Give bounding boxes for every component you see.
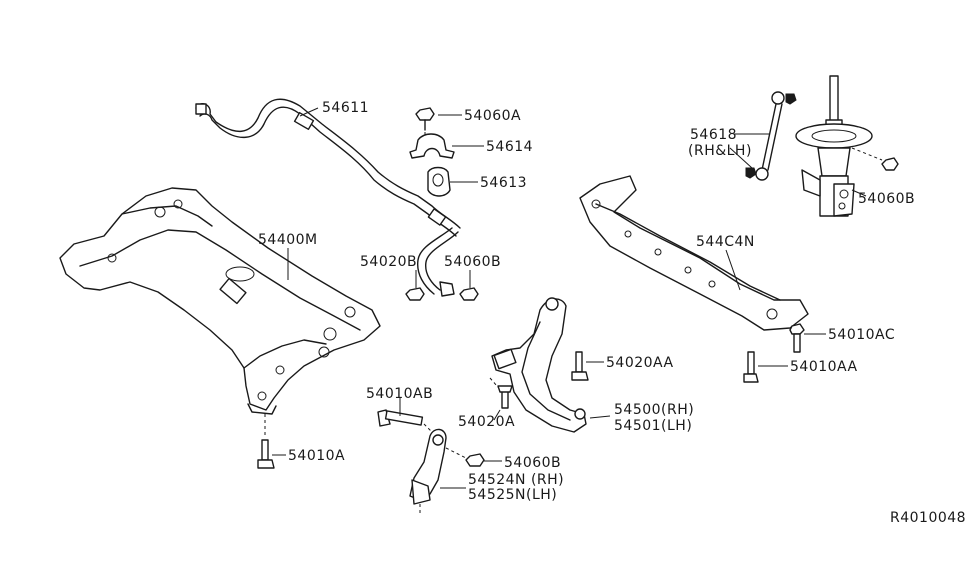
label-bolt-54010AC: 54010AC <box>828 327 895 343</box>
label-link-rh: 54524N (RH) <box>468 472 564 488</box>
nut-54060B-mid-drawing <box>439 281 479 301</box>
label-nut-54060B-mid: 54060B <box>444 254 501 270</box>
bolt-54020A-drawing <box>489 377 513 409</box>
bolt-54060A-drawing <box>415 107 435 145</box>
label-nut-54060B-low: 54060B <box>504 455 561 471</box>
front-suspension-member-drawing <box>59 187 381 438</box>
diagram-ref-code: R4010048 <box>890 510 966 526</box>
label-bolt-54020AA: 54020AA <box>606 355 674 371</box>
label-bolt-54010A: 54010A <box>288 448 345 464</box>
bolt-54010AC-drawing <box>789 323 805 353</box>
nut-54020B-drawing <box>405 287 425 301</box>
label-member-544C4N: 544C4N <box>696 234 755 250</box>
label-bolt-54060A: 54060A <box>464 108 521 124</box>
label-stabilizer-bar: 54611 <box>322 100 369 116</box>
bushing-54613-drawing <box>427 166 451 197</box>
member-544C4N-drawing <box>579 175 809 331</box>
nut-54060B-low-drawing <box>445 447 485 467</box>
link-54524N-drawing <box>409 428 447 514</box>
bolt-54010AA-drawing <box>743 351 759 383</box>
lower-control-arm-drawing <box>491 297 587 433</box>
stabilizer-bar-drawing <box>195 98 461 295</box>
label-link-54618-side: (RH&LH) <box>688 143 752 159</box>
bracket-54614-drawing <box>409 133 455 159</box>
label-member-54400M: 54400M <box>258 232 318 248</box>
strut-assembly-drawing <box>795 75 899 217</box>
label-bolt-54020A: 54020A <box>458 414 515 430</box>
label-link-lh: 54525N(LH) <box>468 487 557 503</box>
leader-lines <box>272 107 867 489</box>
label-bolt-54010AB: 54010AB <box>366 386 433 402</box>
part-labels: 54611 54060A 54614 54613 54400M 54020B 5… <box>258 100 966 526</box>
label-bolt-54010AA: 54010AA <box>790 359 858 375</box>
label-nut-54020B: 54020B <box>360 254 417 270</box>
stabilizer-link-54618-drawing <box>745 91 797 181</box>
bolt-54020AA-drawing <box>571 351 589 381</box>
bolt-54010A-drawing <box>257 439 275 469</box>
label-arm-lh: 54501(LH) <box>614 418 692 434</box>
label-arm-rh: 54500(RH) <box>614 402 694 418</box>
label-bushing-54613: 54613 <box>480 175 527 191</box>
bolt-54010AB-drawing <box>377 409 437 437</box>
label-link-54618: 54618 <box>690 127 737 143</box>
label-nut-54060B-strut: 54060B <box>858 191 915 207</box>
label-bracket-54614: 54614 <box>486 139 533 155</box>
